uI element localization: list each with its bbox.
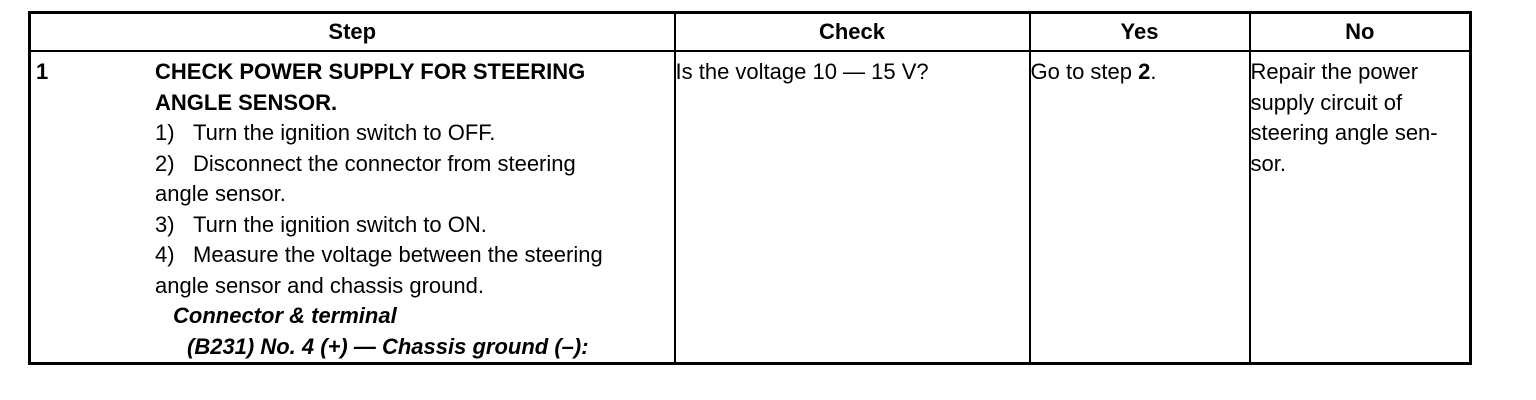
diagnostic-table: Step Check Yes No 1 CHECK POWER SUPPLY F… <box>28 11 1472 365</box>
substep-2-continued: angle sensor. <box>155 181 286 206</box>
yes-cell: Go to step 2. <box>1028 50 1251 365</box>
connector-value: (B231) No. 4 (+) — Chassis ground (–): <box>187 333 589 359</box>
step-cell: 1 CHECK POWER SUPPLY FOR STEERING ANGLE … <box>28 50 676 365</box>
substep-text: Turn the ignition switch to OFF. <box>193 120 496 145</box>
no-cell: Repair the power supply circuit of steer… <box>1248 50 1472 365</box>
substep-2: 2) Disconnect the connector from steering <box>155 149 674 180</box>
substep-number: 1) <box>155 120 175 145</box>
no-line-1: Repair the power <box>1250 59 1419 84</box>
yes-suffix: . <box>1150 59 1157 84</box>
step-title-line-1: CHECK POWER SUPPLY FOR STEERING <box>155 59 586 84</box>
substep-text: Measure the voltage between the steering <box>193 242 603 267</box>
substep-number: 4) <box>155 242 175 267</box>
substep-4: 4) Measure the voltage between the steeri… <box>155 240 674 271</box>
no-line-3: steering angle sen- <box>1250 120 1438 145</box>
substep-number: 2) <box>155 150 175 176</box>
table-header-row: Step Check Yes No <box>28 11 1472 52</box>
substep-text: Turn the ignition switch to ON. <box>193 211 487 237</box>
check-cell: Is the voltage 10 — 15 V? <box>673 50 1031 365</box>
connector-label: Connector & terminal <box>173 303 397 328</box>
no-line-2: supply circuit of <box>1250 89 1403 115</box>
yes-prefix: Go to step <box>1030 59 1139 84</box>
table-row: 1 CHECK POWER SUPPLY FOR STEERING ANGLE … <box>28 50 1472 365</box>
step-number: 1 <box>36 59 49 84</box>
header-check: Check <box>673 11 1031 52</box>
header-yes: Yes <box>1028 11 1251 52</box>
header-no: No <box>1248 11 1472 52</box>
check-text: Is the voltage 10 — 15 V? <box>675 59 929 84</box>
substep-text: Disconnect the connector from steering <box>193 150 576 176</box>
yes-step-link: 2 <box>1138 59 1151 84</box>
no-line-4: sor. <box>1250 150 1286 176</box>
header-step: Step <box>28 11 676 52</box>
substep-1: 1) Turn the ignition switch to OFF. <box>155 118 674 149</box>
substep-4-continued: angle sensor and chassis ground. <box>155 272 484 298</box>
substep-number: 3) <box>155 211 175 237</box>
substep-3: 3) Turn the ignition switch to ON. <box>155 210 674 241</box>
step-title-line-2: ANGLE SENSOR. <box>155 89 338 115</box>
